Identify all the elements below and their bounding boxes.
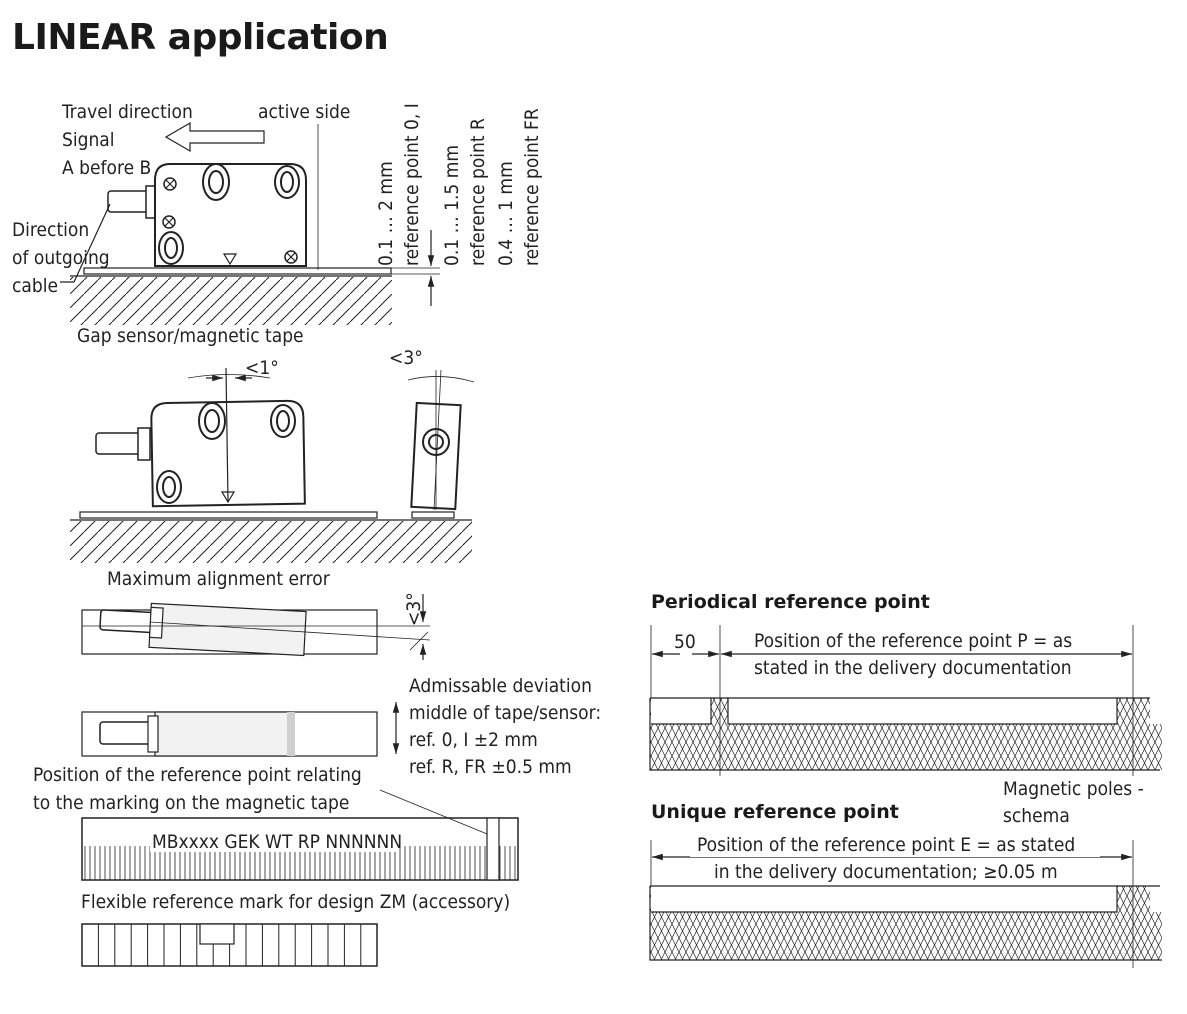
periodical-pos-line-2: stated in the delivery documentation [754,657,1072,679]
sensor-plan-1 [148,602,307,657]
sensor-body-top [154,163,307,267]
gland-plan-2 [147,715,159,753]
periodical-reference-section: Periodical reference point 50 Position o… [649,591,1162,827]
periodical-tape-outline [649,697,1160,771]
direction-label-2: of outgoing [12,247,110,269]
cable-plan-1 [99,609,154,634]
cable-plan-2 [99,721,153,745]
deviation-view: <3° Admissable deviation middle of tape/… [81,592,601,778]
deviation-leader [409,631,429,651]
cable-icon-2 [95,432,141,455]
travel-direction-arrow-icon [164,121,265,153]
ground-hatch [70,277,392,325]
p-tape-top-right [1150,698,1162,724]
deviation-axis-2 [149,621,431,641]
alignment-caption: Maximum alignment error [107,568,331,590]
unique-tape-outline [649,885,1162,961]
alignment-axis [225,367,229,503]
sensor-plan-2-mark [287,712,295,756]
angle-3-side-label: <3° [403,592,425,626]
u-tape-top-right [1150,886,1162,912]
flexible-reference-mark [199,923,235,945]
magnetic-tape-side [411,511,455,519]
unique-header: Unique reference point [651,801,899,823]
deviation-line-3: ref. 0, I ±2 mm [409,729,538,751]
deviation-line-1: Admissable deviation [409,675,592,697]
angle-1-arc [187,374,271,379]
ground-hatch-2 [70,521,472,563]
cable-gland-2 [137,427,151,461]
tape-reference-mark [486,817,500,881]
sensor-screws [162,177,298,264]
direction-label-3: cable [12,275,58,297]
tape-marking-view: Position of the reference point relating… [33,764,519,967]
angle-3-arc [407,376,475,383]
side-axis-2 [433,369,442,511]
p-label-bg [745,640,1095,652]
magnetic-tape-top [83,267,392,275]
travel-direction-label: Travel direction [61,101,193,123]
sensor-center-mark-2 [220,491,236,504]
angle-3-label: <3° [389,347,423,369]
periodical-header: Periodical reference point [651,591,930,613]
direction-label-1: Direction [12,219,89,241]
p-tape-top-left [651,698,711,724]
tape-pole-stripes [84,846,516,880]
sensor-holes-2 [156,402,296,504]
sensor-plan-2 [154,711,291,757]
flexible-reference-label: Flexible reference mark for design ZM (a… [81,891,510,913]
sensor-center-mark [222,253,238,266]
position-label-2: to the marking on the magnetic tape [33,792,349,814]
dim-50-label: 50 [674,631,696,653]
position-leader [379,789,493,837]
p-tape-top-mid [728,698,1117,724]
signal-label: Signal [62,129,115,151]
top-view: Travel direction Signal A before B activ… [12,101,543,347]
cable-leader-line [60,203,111,283]
unique-pos-line-2: in the delivery documentation; ≥0.05 m [714,861,1058,883]
periodical-pos-line-1: Position of the reference point P = as [754,630,1072,652]
tape-marking-text: MBxxxx GEK WT RP NNNNNN [152,831,402,853]
gap-value-r: 0.1 … 1.5 mm [441,145,463,266]
sensor-holes [158,163,300,265]
gap-value-fr: 0.4 … 1 mm [495,161,517,266]
position-label-1: Position of the reference point relating [33,764,362,786]
magnetic-tape-align [79,511,378,519]
page-title: LINEAR application [12,17,388,58]
active-side-label: active side [258,101,350,123]
alignment-view: <1° <3° Maximum alignment error [70,347,475,590]
magnetic-poles-label-2: schema [1003,805,1070,827]
gap-caption: Gap sensor/magnetic tape [77,325,304,347]
magnetic-poles-label-1: Magnetic poles - [1003,778,1144,800]
angle-1-label: <1° [245,357,279,379]
gap-value-0: 0.1 … 2 mm [375,161,397,266]
u-label-bg [690,845,1100,857]
deviation-line-4: ref. R, FR ±0.5 mm [409,756,572,778]
ref-point-r-label: reference point R [467,118,489,266]
marking-text-bg [150,830,398,852]
deviation-line-2: middle of tape/sensor: [409,702,601,724]
unique-pos-line-1: Position of the reference point E = as s… [697,834,1075,856]
a-before-b-label: A before B [62,157,151,179]
ref-point-fr-label: reference point FR [521,108,543,266]
unique-reference-section: Unique reference point Position of the r… [649,801,1162,968]
ref-point-0-label: reference point 0, I [401,103,423,266]
u-tape-top-left [651,886,1117,912]
sensor-body-align [150,399,306,508]
